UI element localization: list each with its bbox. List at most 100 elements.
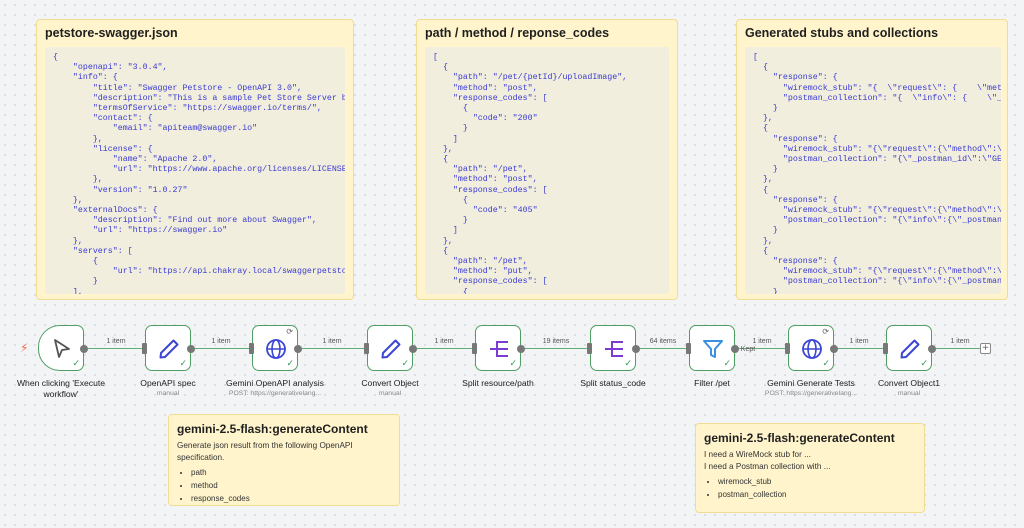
connection-edge[interactable]: [300, 348, 366, 350]
output-handle[interactable]: [409, 345, 417, 353]
output-handle[interactable]: [517, 345, 525, 353]
output-handle[interactable]: [80, 345, 88, 353]
sticky-note-title: petstore-swagger.json: [45, 26, 178, 40]
success-check-icon: ✓: [509, 359, 517, 369]
output-handle[interactable]: [731, 345, 739, 353]
pencil-icon: [159, 339, 179, 359]
node-subtitle: manual: [156, 390, 180, 397]
input-handle[interactable]: [686, 343, 691, 354]
sticky-note-title: path / method / reponse_codes: [425, 26, 610, 40]
sticky-note-paths[interactable]: path / method / reponse_codes [ { "path"…: [416, 19, 678, 300]
node-gemini-generate-tests[interactable]: ⟳ ✓: [785, 325, 838, 371]
node-label: Split status_code: [580, 378, 646, 388]
connection-edge[interactable]: [737, 348, 789, 350]
connection-edge[interactable]: [415, 348, 474, 350]
sticky-note-generated[interactable]: Generated stubs and collections [ { "res…: [736, 19, 1008, 300]
node-label: Split resource/path: [462, 378, 534, 388]
success-check-icon: ✓: [723, 359, 731, 369]
split-icon: [490, 341, 508, 357]
edge-item-count: 1 item: [322, 338, 342, 345]
input-handle[interactable]: [364, 343, 369, 354]
node-subtitle: POST: https://generativelang...: [764, 390, 858, 397]
trigger-bolt-icon: ⚡: [20, 341, 29, 355]
input-handle[interactable]: [472, 343, 477, 354]
edge-item-count: 19 items: [542, 338, 570, 345]
globe-icon: [802, 339, 822, 359]
list-item: method: [191, 479, 391, 492]
node-label: Convert Object: [361, 378, 419, 388]
output-handle[interactable]: [294, 345, 302, 353]
list-item: path: [191, 466, 391, 479]
node-manual-trigger[interactable]: ✓: [38, 325, 88, 371]
sticky-note-list: path method response_codes: [169, 464, 399, 505]
node-gemini-openapi-analysis[interactable]: ⟳ ✓: [249, 325, 302, 371]
node-label: Convert Object1: [877, 378, 941, 388]
sticky-note-text: Generate json result from the following …: [177, 441, 353, 462]
edge-item-count: 64 items: [649, 338, 677, 345]
input-handle[interactable]: [587, 343, 592, 354]
sticky-note-title: gemini-2.5-flash:generateContent: [704, 431, 895, 445]
sticky-note-code: { "openapi": "3.0.4", "info": { "title":…: [45, 47, 345, 294]
cursor-icon: [54, 339, 70, 358]
input-handle[interactable]: [142, 343, 147, 354]
connection-edge[interactable]: [935, 348, 981, 350]
node-subtitle: manual: [378, 390, 402, 397]
sticky-note-prompt-tests[interactable]: gemini-2.5-flash:generateContent I need …: [695, 423, 925, 513]
input-handle[interactable]: [249, 343, 254, 354]
sticky-note-code: [ { "path": "/pet/{petId}/uploadImage", …: [425, 47, 669, 294]
sticky-note-swagger[interactable]: petstore-swagger.json { "openapi": "3.0.…: [36, 19, 354, 300]
success-check-icon: ✓: [822, 359, 830, 369]
filter-icon: [703, 340, 723, 358]
sticky-note-title: gemini-2.5-flash:generateContent: [177, 422, 368, 436]
sticky-note-text: I need a WireMock stub for ...: [704, 450, 811, 459]
edge-item-count: 1 item: [211, 338, 231, 345]
edge-item-count: 1 item: [950, 338, 970, 345]
globe-icon: [266, 339, 286, 359]
pencil-icon: [381, 339, 401, 359]
output-handle[interactable]: [187, 345, 195, 353]
success-check-icon: ✓: [624, 359, 632, 369]
connection-edge[interactable]: [88, 348, 146, 350]
split-icon: [605, 341, 623, 357]
node-openapi-spec[interactable]: ✓: [142, 325, 195, 371]
connection-edge[interactable]: [193, 348, 251, 350]
success-check-icon: ✓: [920, 359, 928, 369]
output-handle[interactable]: [830, 345, 838, 353]
node-label: OpenAPI spec: [140, 378, 196, 388]
node-filter-pet[interactable]: ✓: [686, 325, 739, 371]
list-item: response_codes: [191, 492, 391, 505]
sticky-note-list: wiremock_stub postman_collection: [696, 473, 924, 501]
add-node-button[interactable]: +: [980, 343, 991, 354]
sticky-note-prompt-analysis[interactable]: gemini-2.5-flash:generateContent Generat…: [168, 414, 400, 506]
connection-edge[interactable]: [523, 348, 590, 350]
success-check-icon: ✓: [72, 359, 80, 369]
connection-edge[interactable]: [638, 348, 690, 350]
edge-item-count: 1 item: [106, 338, 126, 345]
sticky-note-text: I need a Postman collection with ...: [704, 462, 831, 471]
edge-kept-label: Kept: [740, 346, 756, 353]
node-label: Filter /pet: [694, 378, 730, 388]
list-item: postman_collection: [718, 488, 916, 501]
connection-edge[interactable]: [836, 348, 887, 350]
node-convert-object[interactable]: ✓: [364, 325, 417, 371]
success-check-icon: ✓: [286, 359, 294, 369]
input-handle[interactable]: [785, 343, 790, 354]
output-handle[interactable]: [632, 345, 640, 353]
list-item: wiremock_stub: [718, 475, 916, 488]
node-subtitle: manual: [897, 390, 921, 397]
edge-item-count: 1 item: [434, 338, 454, 345]
node-label: When clicking 'Execute workflow': [16, 378, 106, 399]
output-handle[interactable]: [928, 345, 936, 353]
node-split-status-code[interactable]: ✓: [587, 325, 640, 371]
success-check-icon: ✓: [401, 359, 409, 369]
edge-item-count: 1 item: [849, 338, 869, 345]
sticky-note-code: [ { "response": { "wiremock_stub": "{ \"…: [745, 47, 1001, 294]
sticky-note-title: Generated stubs and collections: [745, 26, 939, 40]
pencil-icon: [900, 339, 920, 359]
success-check-icon: ✓: [179, 359, 187, 369]
node-label: Gemini OpenAPI analysis: [226, 378, 324, 388]
input-handle[interactable]: [883, 343, 888, 354]
node-convert-object1[interactable]: ✓: [883, 325, 936, 371]
node-split-resource-path[interactable]: ✓: [472, 325, 525, 371]
refresh-icon: ⟳: [822, 327, 829, 336]
